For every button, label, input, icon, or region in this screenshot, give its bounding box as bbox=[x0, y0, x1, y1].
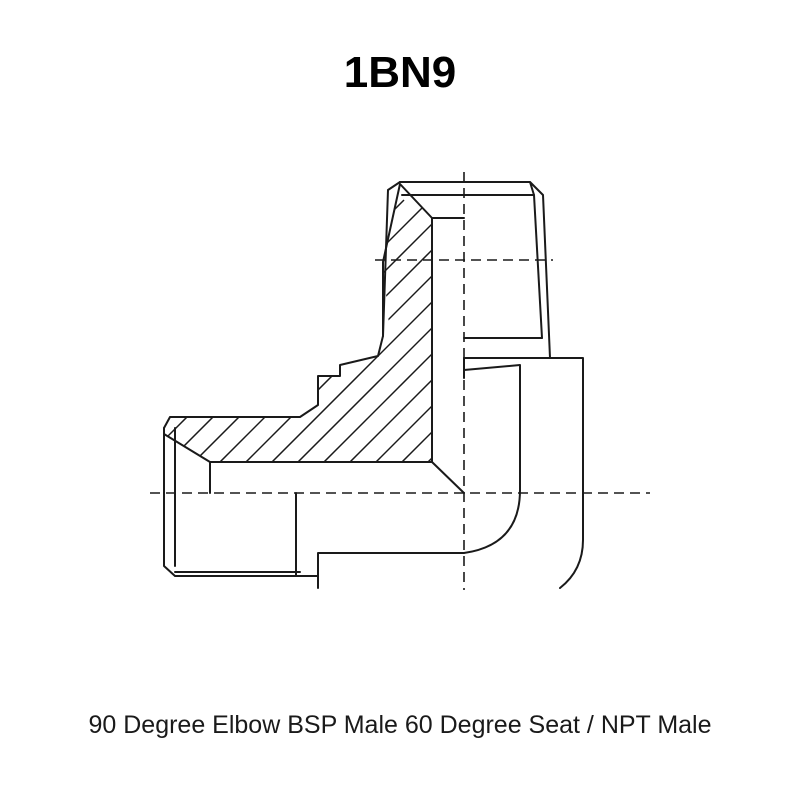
bsp-port-outline bbox=[163, 427, 465, 577]
npt-thread-left bbox=[382, 181, 401, 337]
npt-port-outline bbox=[399, 181, 551, 359]
part-description: 90 Degree Elbow BSP Male 60 Degree Seat … bbox=[88, 711, 712, 739]
hatch-line bbox=[164, 199, 431, 462]
hatch-line bbox=[576, 200, 800, 600]
hatch-line bbox=[393, 199, 432, 462]
hatch-line bbox=[164, 199, 301, 462]
hatch-line bbox=[237, 199, 432, 462]
section-outline bbox=[163, 183, 433, 463]
hatch-line bbox=[211, 199, 432, 462]
hatch-line bbox=[524, 200, 800, 600]
hatch-line bbox=[164, 199, 432, 462]
hatch-line bbox=[185, 199, 432, 462]
hatch-line bbox=[550, 200, 800, 600]
hatch-line bbox=[164, 199, 405, 462]
hatch-line bbox=[164, 199, 379, 462]
body-outline bbox=[317, 357, 584, 589]
npt-port-thread bbox=[533, 194, 543, 339]
hatch-line bbox=[164, 199, 432, 462]
part-code-title: 1BN9 bbox=[343, 48, 457, 97]
hatch-line bbox=[164, 199, 432, 462]
